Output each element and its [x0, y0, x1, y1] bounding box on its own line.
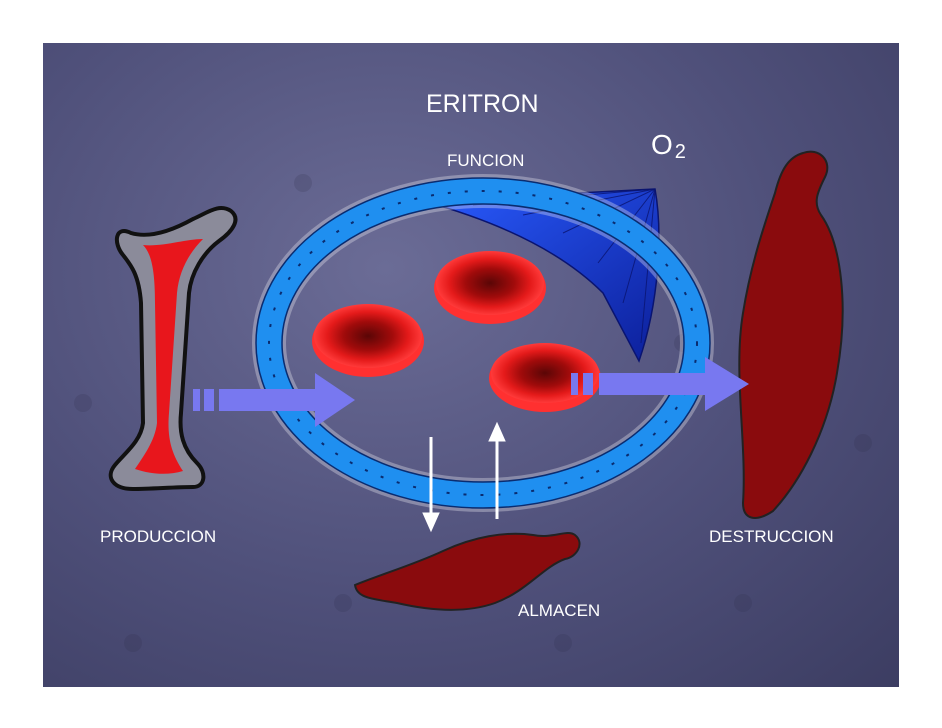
vessel-ring-icon — [252, 174, 714, 512]
liver-icon — [738, 150, 844, 519]
flow-arrow-icon — [571, 357, 749, 411]
oxygen-subscript: 2 — [674, 141, 686, 163]
bone-icon — [108, 206, 238, 492]
label-produccion: PRODUCCION — [100, 527, 217, 546]
label-destruccion: DESTRUCCION — [709, 527, 834, 546]
arrow-down-icon — [422, 437, 440, 533]
label-almacen: ALMACEN — [518, 601, 601, 620]
oxygen-base: O — [651, 129, 673, 160]
red-blood-cell-icon — [312, 304, 424, 377]
label-funcion: FUNCION — [447, 151, 525, 170]
arrow-up-icon — [488, 421, 506, 519]
red-blood-cell-icon — [434, 251, 546, 324]
diagram-title: ERITRON — [426, 90, 539, 118]
flow-arrow-icon — [193, 373, 355, 427]
diagram-art — [74, 150, 872, 652]
spleen-icon — [353, 532, 581, 611]
